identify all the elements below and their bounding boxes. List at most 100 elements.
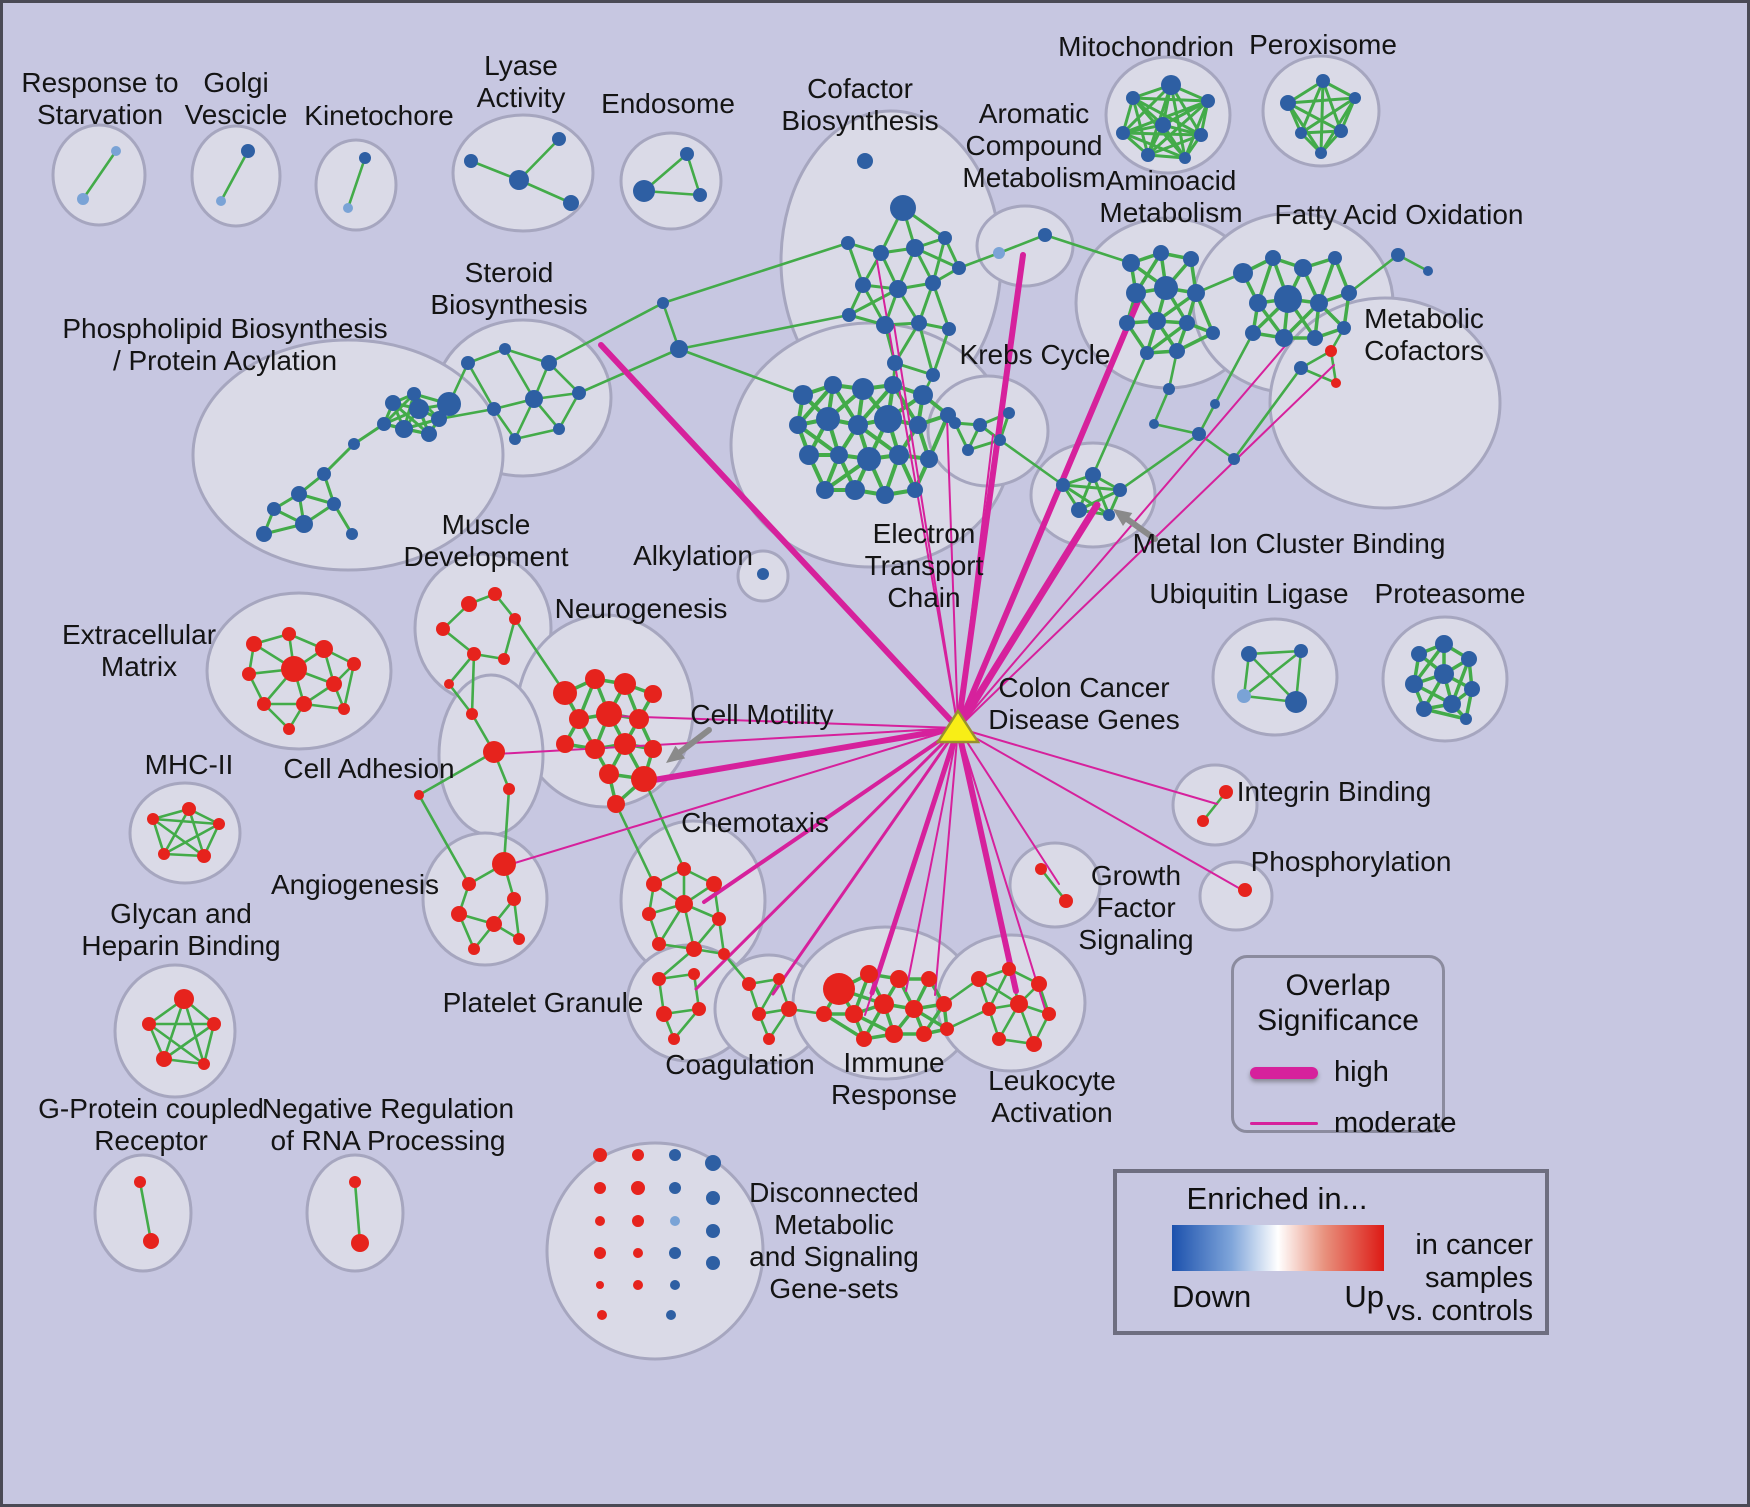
gene-set-node <box>585 739 605 759</box>
gene-set-node <box>742 977 756 991</box>
gene-set-node <box>874 405 902 433</box>
label-fatty-acid-oxidation: Fatty Acid Oxidation <box>1274 199 1523 230</box>
enrichment-gradient-ends: Down Up <box>1172 1279 1384 1315</box>
gene-set-node <box>752 1007 766 1021</box>
gene-set-node <box>158 848 170 860</box>
gene-set-edge <box>162 822 221 856</box>
gene-set-node <box>1031 976 1047 992</box>
gene-set-node <box>693 188 707 202</box>
gene-set-edge <box>162 1022 216 1061</box>
gene-set-node <box>1315 147 1327 159</box>
gene-set-node <box>256 526 272 542</box>
gene-set-node <box>1116 126 1130 140</box>
gene-set-node <box>1035 863 1047 875</box>
gene-set-node <box>513 933 525 945</box>
gene-set-node <box>1233 263 1253 283</box>
gene-set-node <box>1197 815 1209 827</box>
gene-set-node <box>1328 251 1342 265</box>
inter-cluster-edge <box>513 617 567 695</box>
gene-set-node <box>1294 361 1308 375</box>
gene-set-node <box>841 236 855 250</box>
gene-set-node <box>905 1000 923 1018</box>
gene-set-node <box>669 1182 681 1194</box>
gene-set-node <box>920 450 938 468</box>
cluster-ellipse-glycan-heparin-binding <box>113 963 237 1099</box>
gene-set-edge <box>1299 96 1357 135</box>
gene-set-node <box>1153 245 1169 261</box>
gene-set-node <box>1103 509 1115 521</box>
gene-set-edge <box>931 327 951 377</box>
gene-set-node <box>1280 95 1296 111</box>
gene-set-edge <box>151 817 206 858</box>
gene-set-node <box>845 480 865 500</box>
gene-set-node <box>1423 266 1433 276</box>
pointer-arrowhead <box>1113 509 1133 526</box>
gene-set-node <box>644 740 662 758</box>
inter-cluster-edge <box>642 777 686 871</box>
overlap-significance-edge <box>905 727 959 992</box>
gene-set-node <box>632 1215 644 1227</box>
label-phosphorylation: Phosphorylation <box>1251 846 1452 877</box>
gene-set-node <box>1285 691 1307 713</box>
gene-set-node <box>77 193 89 205</box>
gene-set-node <box>326 676 342 692</box>
cluster-ellipse-ubiquitin-ligase <box>1211 617 1339 737</box>
gene-set-node <box>296 696 312 712</box>
enrichment-gradient-bar <box>1172 1225 1384 1271</box>
gene-set-node <box>385 395 401 411</box>
pointer-arrowhead <box>666 745 686 763</box>
gene-set-node <box>327 497 341 511</box>
gene-set-node <box>556 735 574 753</box>
gene-set-node <box>913 385 933 405</box>
overlap-significance-edge <box>957 727 1245 892</box>
gene-set-edge <box>1061 483 1122 492</box>
gene-set-node <box>890 970 908 988</box>
overlap-significance-edge <box>702 726 960 904</box>
cluster-ellipse-aromatic-compound-metabolism <box>975 204 1075 288</box>
cluster-ellipse-angiogenesis <box>421 831 549 967</box>
gene-set-node <box>614 673 636 695</box>
gene-set-node <box>464 154 478 168</box>
gene-set-edge <box>1247 649 1303 656</box>
gene-set-node <box>142 1017 156 1031</box>
gene-set-node <box>257 697 271 711</box>
label-platelet-granule: Platelet Granule <box>443 987 644 1018</box>
inter-cluster-edge <box>1118 432 1201 492</box>
overlap-significance-edge <box>614 715 959 729</box>
gene-set-node <box>675 895 693 913</box>
gene-set-node <box>1179 315 1195 331</box>
gene-set-node <box>1337 321 1351 335</box>
overlap-significance-edge <box>598 342 961 731</box>
gene-set-node <box>197 849 211 863</box>
gene-set-node <box>705 1155 721 1171</box>
gene-set-node <box>712 912 726 926</box>
gene-set-edge <box>1152 387 1171 426</box>
gene-set-node <box>1183 251 1199 267</box>
gene-set-node <box>1141 148 1155 162</box>
gene-set-node <box>921 971 937 987</box>
gene-set-node <box>1464 681 1480 697</box>
gene-set-node <box>629 709 649 729</box>
gene-set-edge <box>182 997 206 1066</box>
gene-set-node <box>241 144 255 158</box>
gene-set-node <box>437 392 461 416</box>
gene-set-node <box>646 876 662 892</box>
gene-set-node <box>1085 467 1101 483</box>
gene-set-node <box>873 245 889 261</box>
gene-set-node <box>1325 345 1337 357</box>
gene-set-node <box>593 1148 607 1162</box>
gene-set-edge <box>1169 83 1187 160</box>
gene-set-node <box>1163 383 1175 395</box>
gene-set-node <box>982 1002 996 1016</box>
overlap-moderate-row: moderate <box>1250 1107 1457 1140</box>
gene-set-node <box>1316 74 1330 88</box>
gene-set-edge <box>1299 79 1325 135</box>
inter-cluster-edge <box>1232 366 1303 461</box>
gene-set-node <box>486 916 502 932</box>
gene-set-edge <box>151 817 166 856</box>
